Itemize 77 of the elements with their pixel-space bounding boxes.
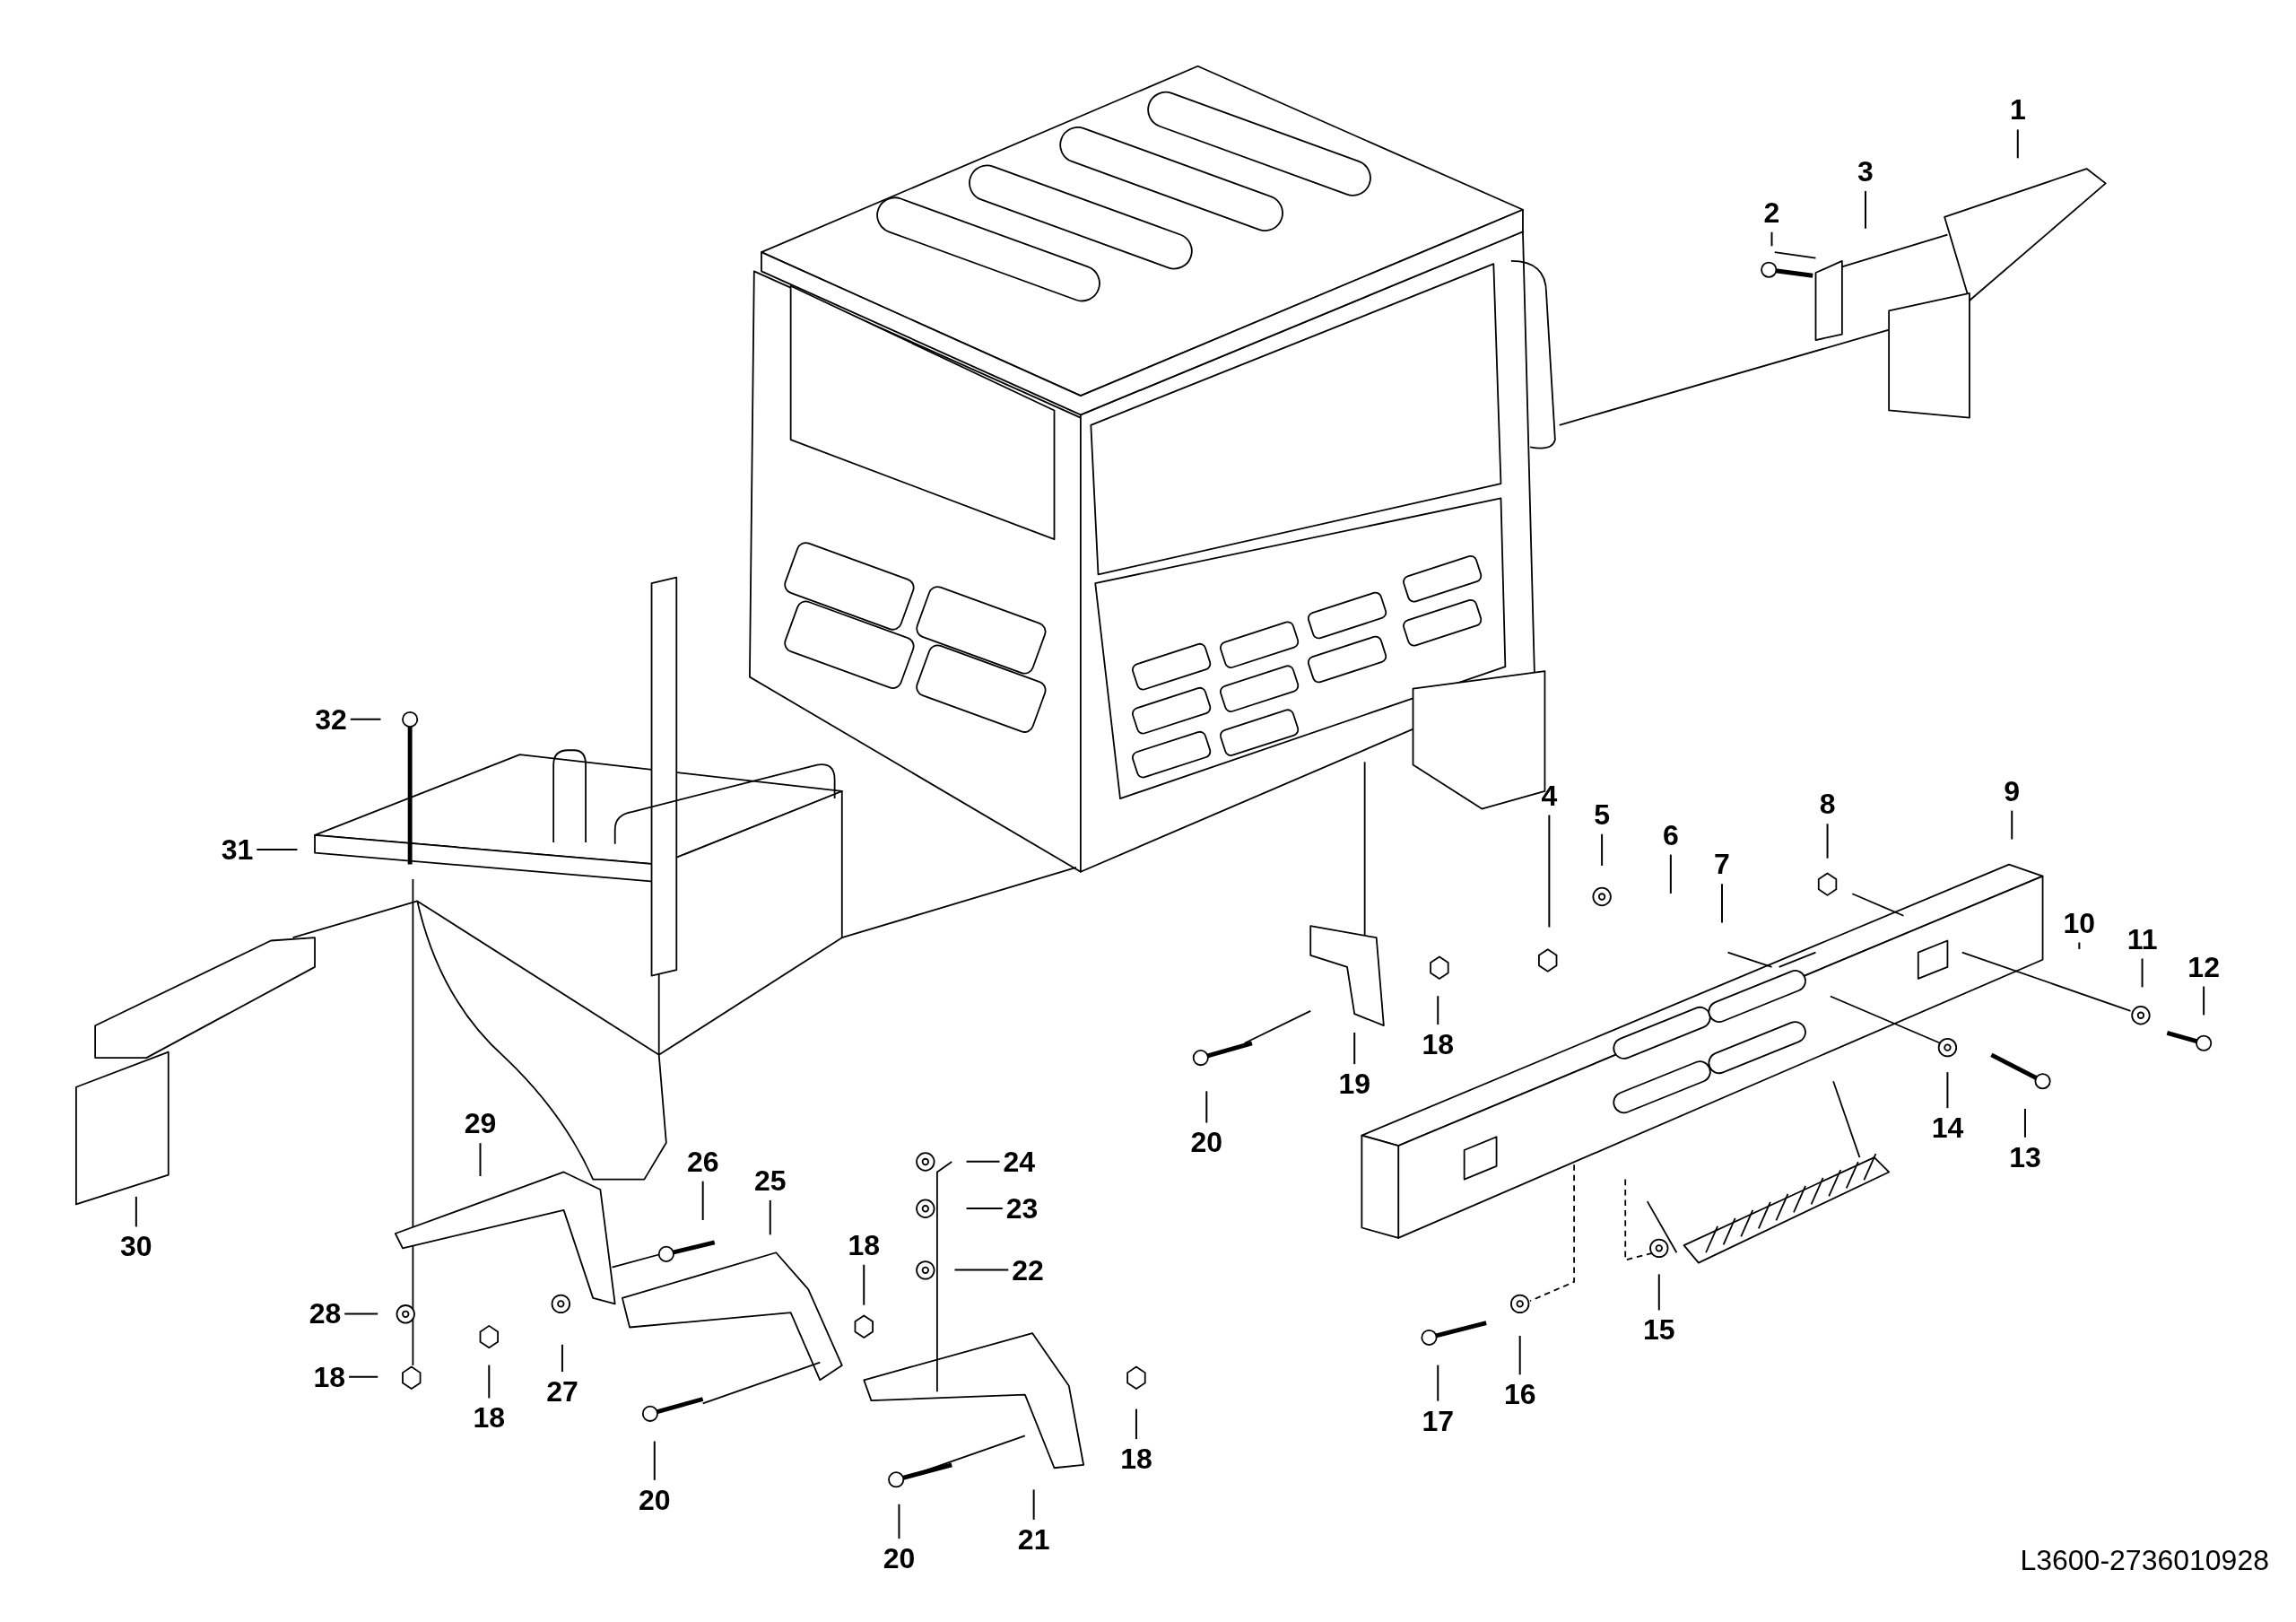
callout-number: 6	[1662, 818, 1679, 851]
leader-line	[1669, 853, 1672, 894]
callout-number: 8	[1819, 788, 1836, 821]
leader-line	[2023, 1107, 2026, 1138]
leader-line	[2203, 985, 2205, 1016]
callout-number: 17	[1422, 1404, 1455, 1437]
leader-line	[349, 718, 382, 720]
leader-line	[1865, 190, 1866, 230]
callout-number: 3	[1857, 155, 1874, 187]
leader-line	[135, 1195, 137, 1228]
leader-line	[953, 1269, 1010, 1271]
leader-line	[1721, 883, 1723, 924]
leader-line	[1601, 833, 1604, 867]
leader-line	[2016, 128, 2019, 160]
callout-number: 2	[1763, 196, 1780, 229]
leader-line	[479, 1142, 482, 1177]
leader-line	[1946, 1071, 1949, 1110]
leader-line	[965, 1160, 1001, 1163]
leader-line	[256, 848, 299, 850]
callout-number: 23	[1005, 1191, 1039, 1225]
leader-line	[561, 1343, 563, 1373]
callout-number: 28	[309, 1297, 342, 1330]
callout-number: 20	[639, 1483, 671, 1516]
leader-line	[344, 1312, 379, 1315]
leader-line	[653, 1440, 656, 1481]
leader-line	[965, 1207, 1004, 1209]
leader-line	[701, 1180, 704, 1221]
leader-line	[1518, 1335, 1521, 1376]
callout-number: 5	[1594, 798, 1610, 831]
callout-number: 11	[2126, 922, 2158, 955]
callout-number: 19	[1338, 1068, 1370, 1101]
leader-line	[898, 1503, 900, 1540]
leader-line	[1437, 1364, 1439, 1402]
callout-number: 32	[315, 702, 347, 736]
leader-line	[1548, 814, 1551, 929]
callout-number: 20	[883, 1542, 916, 1575]
callout-number: 10	[2063, 906, 2096, 939]
callout-number: 18	[848, 1228, 881, 1261]
callout-number: 16	[1503, 1378, 1536, 1411]
leader-line	[863, 1263, 865, 1306]
callout-number: 18	[1120, 1443, 1152, 1476]
leader-line	[1135, 1408, 1137, 1441]
callout-number: 21	[1017, 1522, 1050, 1556]
callout-number: 1	[2009, 93, 2026, 126]
callout-number: 7	[1714, 848, 1730, 881]
callout-number: 26	[686, 1145, 719, 1178]
leader-line	[488, 1364, 491, 1400]
callout-number: 18	[473, 1401, 506, 1435]
leader-line	[1353, 1032, 1356, 1066]
callout-number: 14	[1931, 1112, 1964, 1145]
drawing-number: L3600-2736010928	[2020, 1544, 2269, 1577]
callout-number: 30	[120, 1230, 152, 1263]
leader-line	[1770, 231, 1773, 248]
callout-number: 25	[753, 1164, 787, 1197]
callout-number: 31	[221, 833, 254, 866]
leader-line	[769, 1199, 771, 1236]
callout-number: 24	[1003, 1145, 1036, 1178]
leader-line	[1657, 1273, 1660, 1312]
callout-number: 18	[1422, 1028, 1455, 1061]
callout-number: 20	[1190, 1126, 1223, 1159]
leader-line	[1205, 1090, 1208, 1124]
callout-number: 27	[546, 1375, 578, 1408]
callout-number: 4	[1541, 779, 1558, 812]
leader-line	[2011, 809, 2013, 841]
leader-line	[2141, 957, 2144, 989]
callout-number: 12	[2187, 950, 2220, 983]
leader-line	[1826, 823, 1829, 859]
leader-line	[1032, 1488, 1035, 1521]
leader-line	[2078, 941, 2081, 950]
leader-line	[1437, 995, 1439, 1026]
callout-number: 15	[1643, 1313, 1675, 1347]
callout-number: 29	[464, 1107, 497, 1140]
callout-number: 18	[313, 1360, 346, 1393]
callout-number: 13	[2009, 1140, 2041, 1173]
leader-line	[348, 1375, 379, 1378]
callout-number: 22	[1012, 1253, 1044, 1286]
callout-number: 9	[2004, 774, 2021, 807]
